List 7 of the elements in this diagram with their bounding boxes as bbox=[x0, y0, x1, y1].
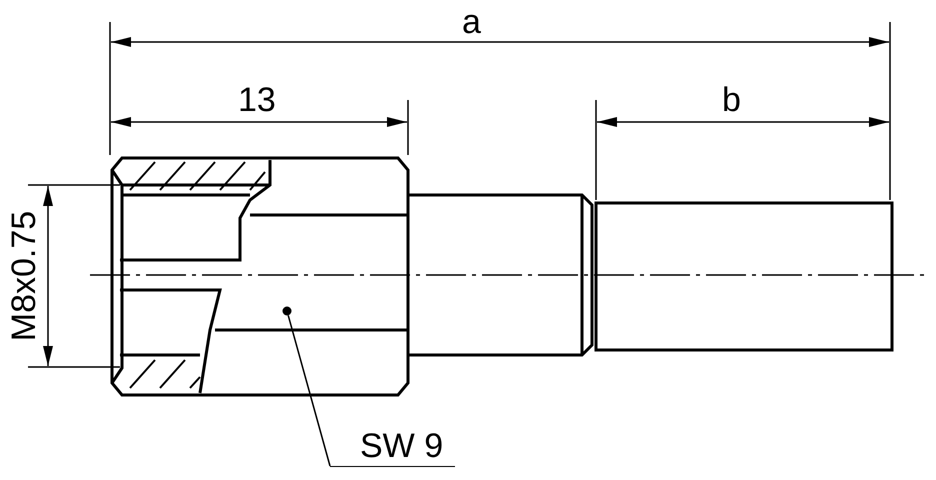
dimension-label: M8x0.75 bbox=[6, 210, 42, 342]
leader-line bbox=[287, 315, 331, 466]
leader-dot bbox=[282, 306, 292, 316]
dimension-label: 13 bbox=[238, 82, 276, 118]
dimension-label: a bbox=[462, 4, 481, 40]
callout-label: SW 9 bbox=[330, 428, 456, 467]
dimension-label: b bbox=[722, 82, 741, 118]
